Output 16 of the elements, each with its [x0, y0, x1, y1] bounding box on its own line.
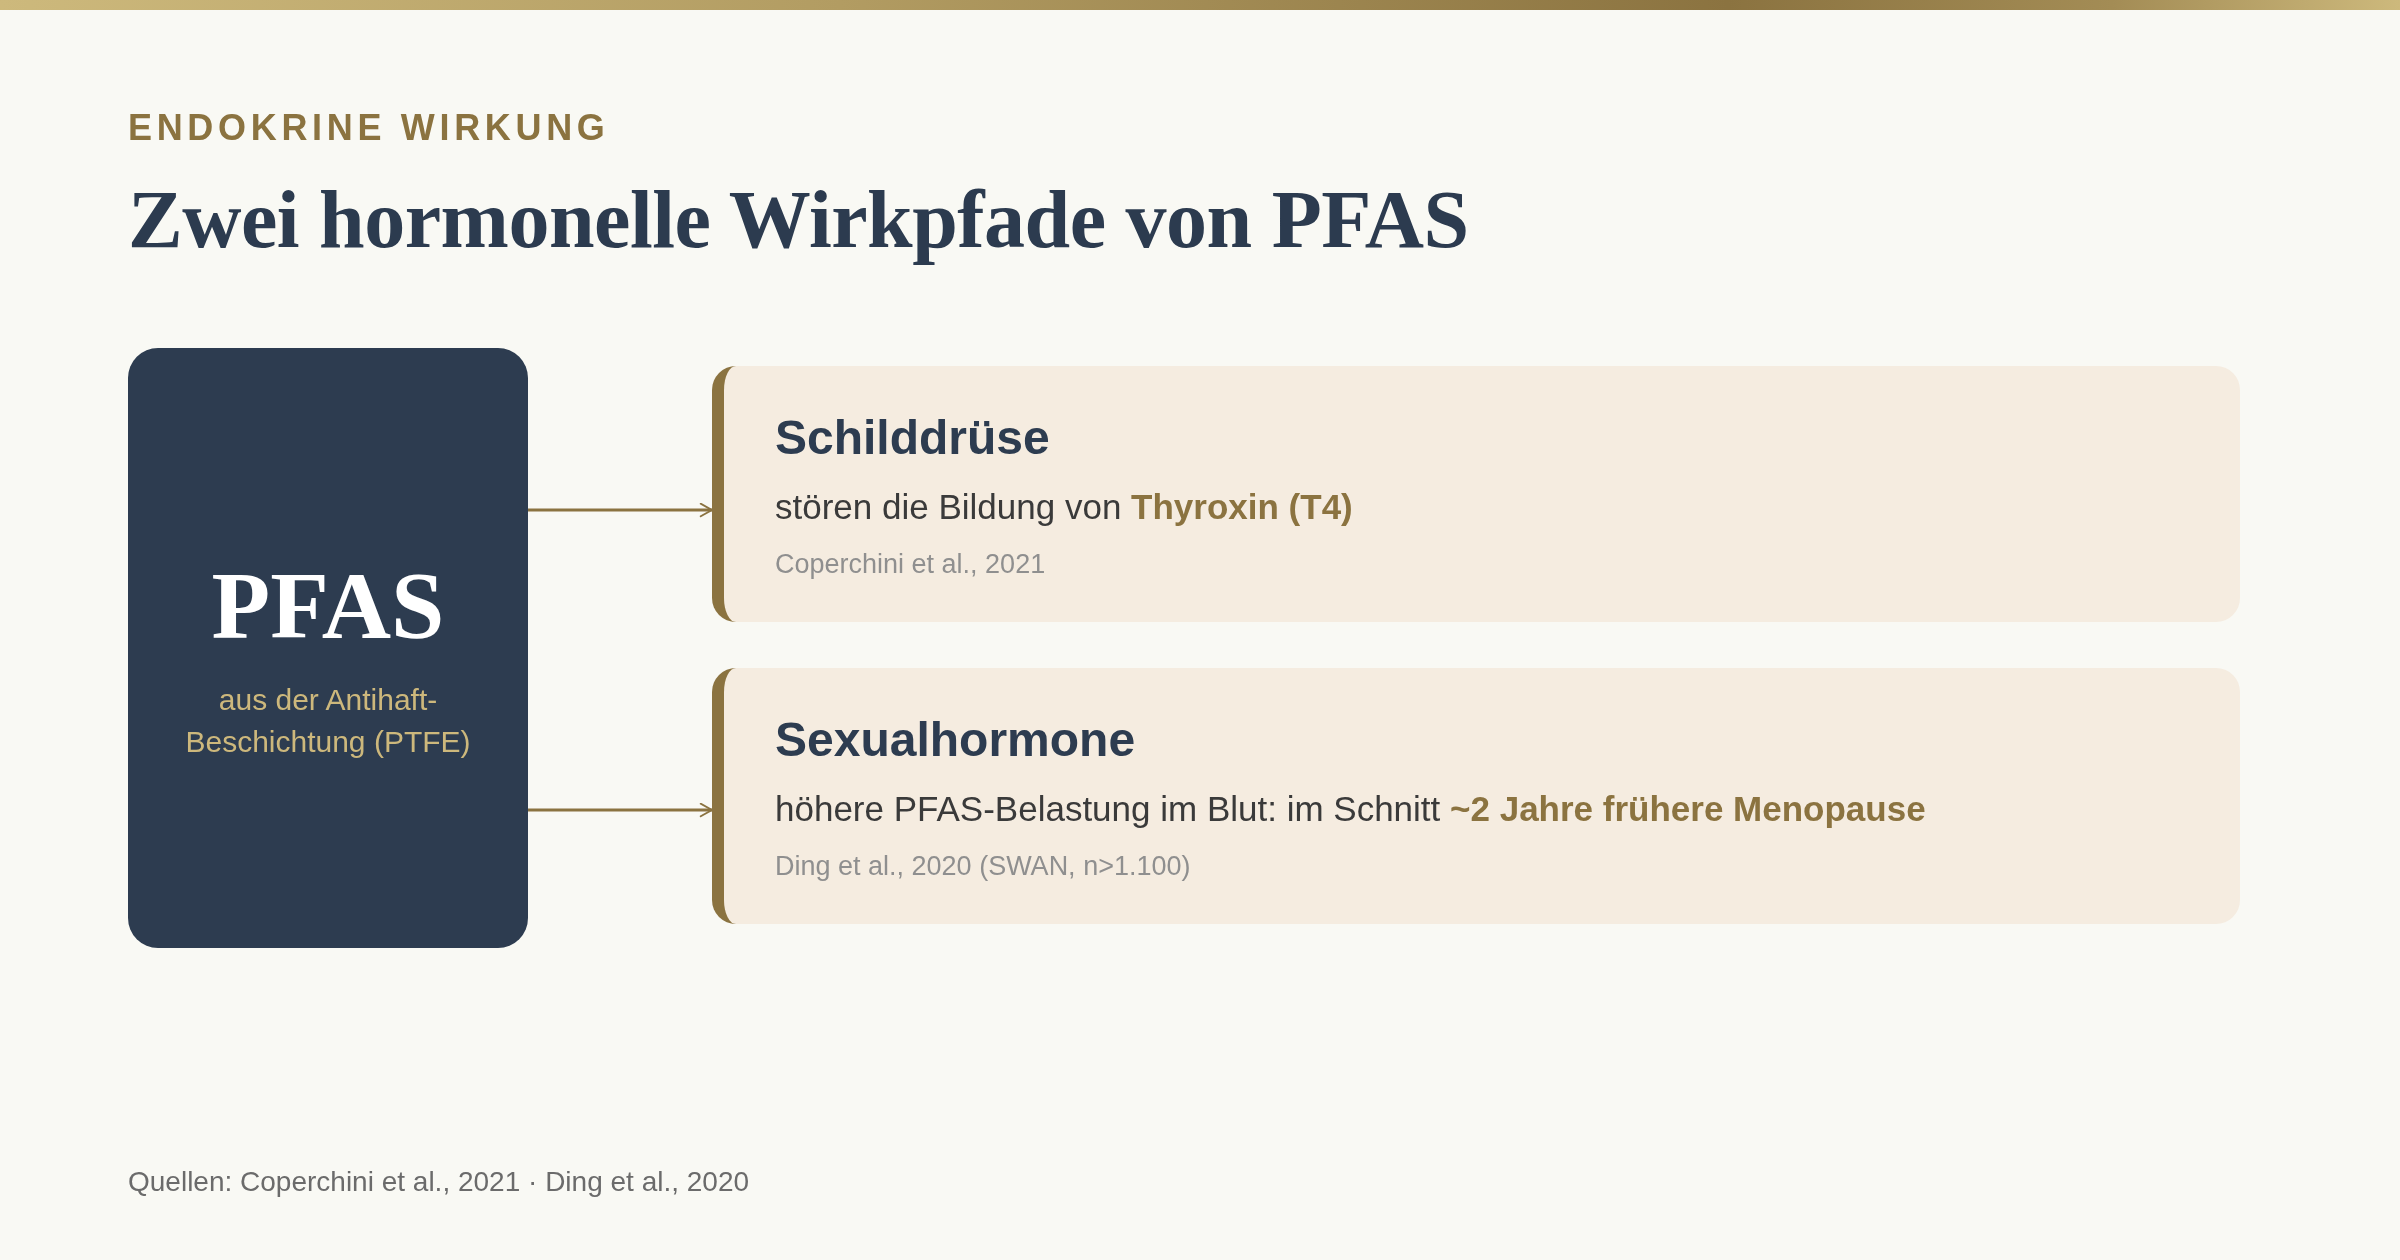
- source-note: Quellen: Coperchini et al., 2021 · Ding et al., 2020: [128, 1165, 750, 1199]
- arrow: [528, 802, 713, 818]
- card-description: stören die Bildung von Thyroxin (T4): [775, 486, 1354, 528]
- citation-text: Ding et al., 2020 (SWAN, n>1.100): [775, 850, 1192, 883]
- section-kicker: ENDOKRINE WIRKUNG: [128, 106, 610, 149]
- diagram-title: Zwei hormonelle Wirkpfade von PFAS: [128, 173, 1469, 267]
- card-title: PFAS: [211, 553, 445, 659]
- citation-text: Coperchini et al., 2021: [775, 548, 1047, 581]
- pathway-card: [712, 668, 2240, 924]
- card-heading: Sexualhormone: [775, 712, 1137, 768]
- source-card: [128, 348, 528, 948]
- arrow: [528, 502, 713, 518]
- card-subtitle: aus der Antihaft-Beschichtung (PTFE): [184, 682, 472, 760]
- pathway-card: [712, 366, 2240, 622]
- card-heading: Schilddrüse: [775, 410, 1051, 466]
- card-description: höhere PFAS-Belastung im Blut: im Schnitt ~2 Jahre frühere Menopause: [775, 788, 1927, 830]
